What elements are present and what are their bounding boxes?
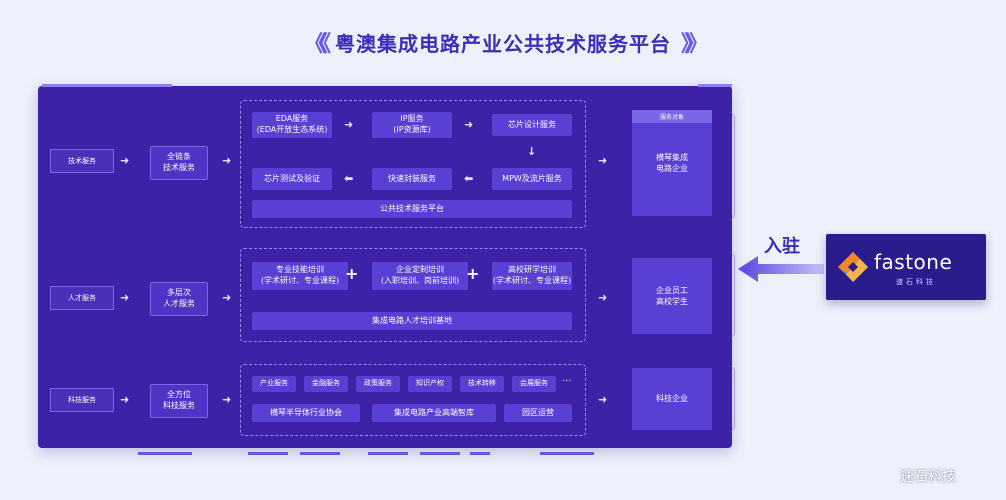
chip-exhibition-service: 会展服务 — [512, 376, 556, 392]
watermark: 速石科技 — [900, 469, 956, 485]
bottom-bar-decoration — [300, 452, 340, 455]
tech-footer-bar: 公共技术服务平台 — [252, 200, 572, 218]
chip-ip-rights: 知识产权 — [408, 376, 452, 392]
title-chevrons-right: 》》 — [681, 32, 708, 57]
bottom-bar-decoration — [470, 452, 490, 455]
bottom-bar-decoration — [368, 452, 408, 455]
row-label-sci: 科技服务 — [50, 388, 114, 412]
bottom-bar-decoration — [248, 452, 288, 455]
chip-industry-service: 产业服务 — [252, 376, 296, 392]
box-association: 横琴半导体行业协会 — [252, 404, 360, 422]
bracket-decoration — [728, 252, 735, 338]
talent-middle-box: 多层次 人才服务 — [150, 282, 208, 316]
talent-dashed-group — [240, 248, 586, 342]
tech-dashed-group — [240, 100, 586, 228]
tech-target-box: 横琴集成 电路企业 — [632, 110, 712, 216]
chips-ellipsis: ··· — [562, 376, 572, 387]
chip-tech-transfer: 技术转移 — [460, 376, 504, 392]
arrow-right-icon: ➜ — [464, 118, 474, 131]
target-tag: 服务对象 — [632, 110, 712, 123]
box-ip: IP服务 (IP资源库) — [372, 112, 452, 138]
tech-target-text: 横琴集成 电路企业 — [656, 152, 688, 173]
arrow-right-icon: ➜ — [598, 291, 608, 304]
arrow-right-icon: ➜ — [598, 393, 608, 406]
brand-name: fastone — [874, 250, 953, 274]
arrow-right-icon: ➜ — [222, 393, 232, 406]
bottom-bar-decoration — [138, 452, 192, 455]
arrow-down-icon: ↓ — [527, 145, 537, 158]
page-title: 粤澳集成电路产业公共技术服务平台 — [335, 31, 671, 56]
box-chip-test: 芯片测试及验证 — [252, 168, 332, 190]
row-label-talent: 人才服务 — [50, 286, 114, 310]
bracket-decoration — [728, 112, 735, 220]
arrow-left-icon: ⬅ — [344, 172, 354, 185]
plus-icon: + — [345, 264, 359, 283]
box-chip-design: 芯片设计服务 — [492, 114, 572, 136]
arrow-right-icon: ➜ — [120, 393, 130, 406]
stripe-decoration — [698, 84, 732, 87]
title-chevrons-left: 《《 — [303, 32, 331, 57]
row-label-tech: 技术服务 — [50, 149, 114, 173]
sci-dashed-group — [240, 364, 586, 436]
platform-panel: 技术服务 ➜ 全链条 技术服务 ➜ EDA服务 (EDA开放生态系统) ➜ IP… — [38, 84, 735, 448]
sci-target-text: 科技企业 — [656, 394, 688, 404]
box-custom-training: 企业定制培训 (入职培训、岗前培训) — [372, 262, 468, 290]
box-park-operation: 园区运营 — [504, 404, 572, 422]
arrow-right-icon: ➜ — [222, 154, 232, 167]
plus-icon: + — [466, 264, 480, 283]
arrow-right-icon: ➜ — [222, 291, 232, 304]
fastone-card: fastone 速石科技 — [826, 234, 986, 300]
arrow-right-icon: ➜ — [598, 154, 608, 167]
tech-middle-box: 全链条 技术服务 — [150, 146, 208, 180]
box-skill-training: 专业技能培训 (学术研讨、专业课程) — [252, 262, 348, 290]
box-eda: EDA服务 (EDA开放生态系统) — [252, 112, 332, 138]
box-think-tank: 集成电路产业高端智库 — [372, 404, 496, 422]
stripe-decoration — [42, 84, 172, 87]
sci-middle-box: 全方位 科技服务 — [150, 384, 208, 418]
box-college-training: 高校研学培训 (学术研讨、专业课程) — [492, 262, 572, 290]
chip-finance-service: 金融服务 — [304, 376, 348, 392]
bracket-decoration — [728, 366, 735, 432]
entry-arrow-icon — [738, 256, 824, 282]
sci-target-box: 科技企业 — [632, 368, 712, 430]
talent-target-text: 企业员工 高校学生 — [656, 285, 688, 306]
arrow-right-icon: ➜ — [344, 118, 354, 131]
entry-label: 入驻 — [764, 236, 800, 257]
bottom-bar-decoration — [540, 452, 594, 455]
talent-target-box: 企业员工 高校学生 — [632, 258, 712, 334]
fastone-logo-icon — [838, 252, 868, 282]
title-bar: 《《 粤澳集成电路产业公共技术服务平台 》》 — [0, 22, 1006, 62]
bottom-bar-decoration — [420, 452, 460, 455]
arrow-right-icon: ➜ — [120, 291, 130, 304]
arrow-left-icon: ⬅ — [464, 172, 474, 185]
arrow-right-icon: ➜ — [120, 154, 130, 167]
talent-footer-bar: 集成电路人才培训基地 — [252, 312, 572, 330]
brand-sub: 速石科技 — [896, 278, 936, 286]
box-packaging: 快速封装服务 — [372, 168, 452, 190]
chip-policy-service: 政策服务 — [356, 376, 400, 392]
box-mpw: MPW及流片服务 — [492, 168, 572, 190]
